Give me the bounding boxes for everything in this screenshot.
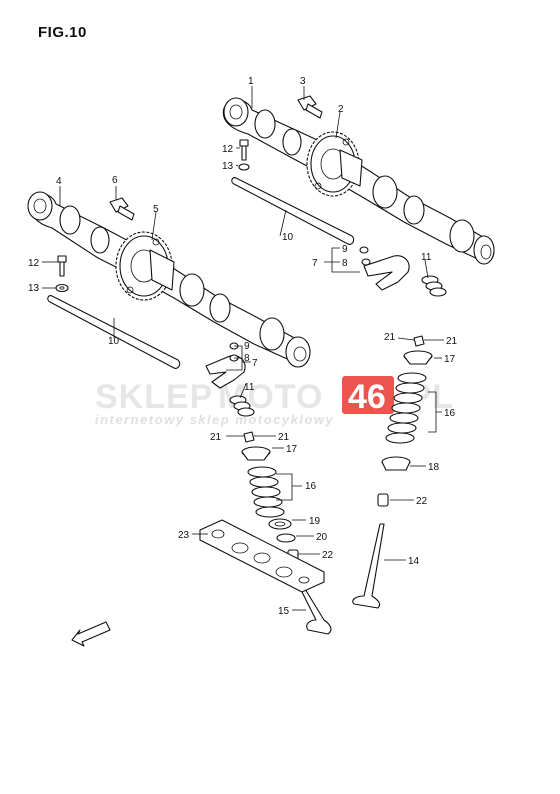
callout-12-lower: 12 — [28, 258, 40, 269]
callout-21-right-b: 21 — [446, 336, 458, 347]
camshaft-sprocket-lower — [115, 231, 175, 301]
callout-13-upper: 13 — [222, 161, 234, 172]
callout-18: 18 — [428, 462, 440, 473]
callout-21-left-b: 21 — [278, 432, 290, 443]
rocker-arm-upper — [359, 246, 410, 291]
valve-cotter-right — [413, 335, 425, 347]
rocker-spring-upper — [421, 275, 447, 297]
callout-21-right-a: 21 — [384, 332, 396, 343]
forward-arrow-icon: FWD — [71, 621, 111, 647]
figure-title: FIG.10 — [38, 24, 87, 41]
watermark-brand-number: 46 — [348, 378, 386, 416]
watermark-tagline: internetowy sklep motocyklowy — [95, 412, 334, 427]
callout-15: 15 — [278, 606, 290, 617]
callout-9-upper: 9 — [342, 244, 348, 255]
rocker-spring-lower — [229, 395, 255, 417]
callout-17-right: 17 — [444, 354, 456, 365]
callout-16-right: 16 — [444, 408, 456, 419]
callout-11-lower: 11 — [244, 382, 255, 393]
callout-10-lower: 10 — [108, 336, 120, 347]
valve-stem-seal-right — [377, 493, 389, 507]
rocker-shaft-bolt-lower — [55, 255, 69, 293]
callout-5: 5 — [153, 204, 159, 215]
callout-14: 14 — [408, 556, 420, 567]
callouts: 1 2 3 4 5 6 7 7 8 8 9 9 10 10 11 11 12 1… — [28, 76, 458, 617]
rocker-shaft-upper — [231, 177, 355, 245]
callout-11-upper: 11 — [421, 252, 432, 263]
callout-1: 1 — [248, 76, 254, 87]
callout-23: 23 — [178, 530, 190, 541]
sprocket-bolt-lower — [109, 197, 135, 221]
callout-19: 19 — [309, 516, 321, 527]
valve-cotter-left — [243, 431, 255, 443]
valve-left — [297, 583, 332, 635]
callout-8-upper: 8 — [342, 258, 348, 269]
valve-spring-right — [385, 372, 427, 444]
callout-10-upper: 10 — [282, 232, 294, 243]
rocker-shaft-bolt-upper — [238, 139, 250, 171]
callout-9-lower: 9 — [244, 341, 250, 352]
watermark-number-box — [342, 376, 394, 414]
callout-6: 6 — [112, 175, 118, 186]
callout-2: 2 — [338, 104, 344, 115]
callout-17-left: 17 — [286, 444, 298, 455]
callout-12-upper: 12 — [222, 144, 234, 155]
valve-retainer-right — [403, 350, 433, 365]
valve-spring-seat-right — [381, 456, 411, 471]
valve-seal-washer-left — [276, 533, 296, 543]
callout-22-right: 22 — [416, 496, 428, 507]
watermark-brand-left: SKLEP — [95, 378, 213, 416]
callout-22-left: 22 — [322, 550, 334, 561]
valve-spring-left — [247, 466, 285, 518]
valve-spring-seat-left — [268, 518, 292, 530]
valve-right — [352, 523, 385, 609]
callout-7-lower: 7 — [252, 358, 258, 369]
valve-cover-plate — [199, 519, 325, 593]
camshaft-sprocket-upper — [306, 131, 363, 197]
callout-4: 4 — [56, 176, 62, 187]
callout-16-left: 16 — [305, 481, 317, 492]
callout-8-lower: 8 — [244, 353, 250, 364]
forward-arrow-label: FWD — [86, 628, 102, 639]
leader-lines — [42, 86, 444, 611]
callout-20: 20 — [316, 532, 328, 543]
callout-21-left-a: 21 — [210, 432, 222, 443]
callout-13-lower: 13 — [28, 283, 40, 294]
callout-7-upper: 7 — [312, 258, 318, 269]
valve-retainer-left — [241, 446, 271, 461]
callout-3: 3 — [300, 76, 306, 87]
sprocket-bolt-upper — [297, 95, 323, 119]
